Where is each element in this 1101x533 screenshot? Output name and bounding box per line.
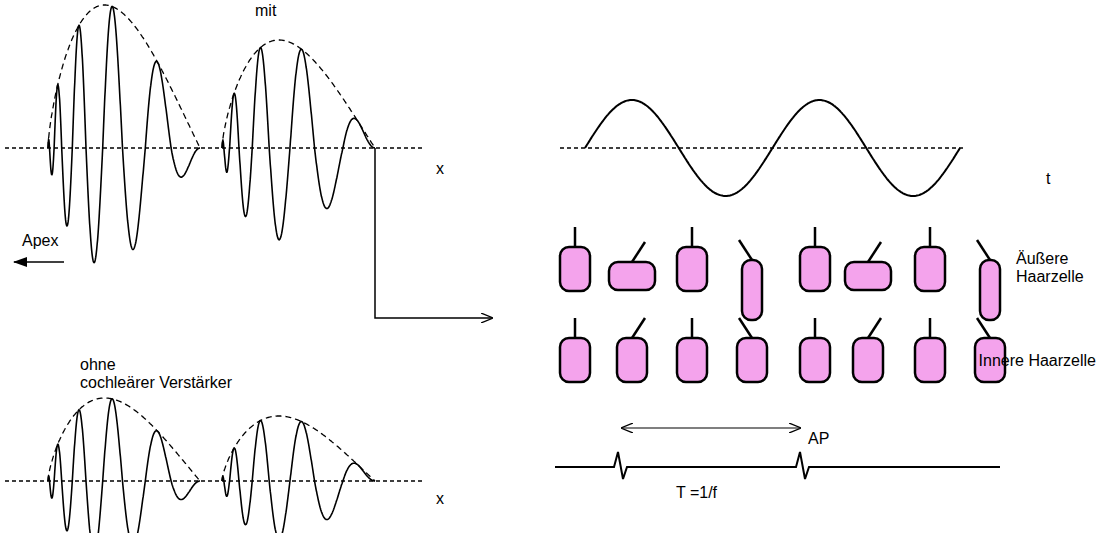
axis-label: t bbox=[1046, 170, 1050, 188]
stereocilia bbox=[868, 242, 881, 262]
amplifier-state: ohne bbox=[80, 356, 116, 374]
stereocilia bbox=[691, 318, 694, 338]
stereocilia bbox=[929, 227, 932, 247]
hair-cell-body bbox=[560, 338, 590, 382]
axis-label: x bbox=[436, 490, 444, 508]
hair-cell-body bbox=[853, 338, 883, 382]
hair-cell-body bbox=[677, 247, 707, 291]
wave-curve bbox=[222, 48, 375, 240]
stereocilia bbox=[632, 318, 645, 338]
direction-label: Apex bbox=[22, 232, 58, 250]
wave-curve bbox=[48, 7, 200, 263]
stereocilia bbox=[977, 318, 990, 338]
wave-envelope bbox=[48, 398, 200, 481]
stereocilia bbox=[814, 318, 817, 338]
period-label: T =1/f bbox=[676, 484, 717, 502]
stereocilia bbox=[574, 227, 577, 247]
hair-cell-body bbox=[980, 260, 1000, 320]
stereocilia bbox=[691, 227, 694, 247]
stereocilia bbox=[868, 318, 881, 338]
hair-cells bbox=[560, 227, 1005, 382]
apex-arrow bbox=[14, 261, 64, 263]
signal-label: AP bbox=[808, 430, 829, 448]
hair-cell-body bbox=[742, 260, 762, 320]
stimulus-sine bbox=[585, 100, 960, 196]
wave-curve bbox=[48, 399, 200, 533]
stereocilia bbox=[814, 227, 817, 247]
amplifier-state: mit bbox=[255, 2, 276, 20]
bracket-arrow bbox=[375, 148, 492, 318]
hair-cell-body bbox=[915, 338, 945, 382]
amplifier-state: cochleärer Verstärker bbox=[80, 374, 232, 392]
action-potential-trace bbox=[555, 452, 1000, 479]
stereocilia bbox=[739, 318, 752, 338]
stereocilia bbox=[977, 240, 990, 260]
x-axis bbox=[5, 480, 425, 481]
stereocilia bbox=[739, 240, 752, 260]
stereocilia bbox=[574, 318, 577, 338]
period-arrow bbox=[622, 427, 800, 428]
hair-cell-body bbox=[677, 338, 707, 382]
stereocilia bbox=[632, 242, 645, 262]
hair-cell-body bbox=[800, 247, 830, 291]
hair-cell-body bbox=[915, 247, 945, 291]
wave-curve bbox=[222, 421, 375, 533]
travelling-waves bbox=[48, 5, 375, 533]
hair-cell-body bbox=[800, 338, 830, 382]
hair-cell-body bbox=[609, 262, 655, 290]
x-axis bbox=[5, 147, 425, 148]
stereocilia bbox=[929, 318, 932, 338]
axis-label: x bbox=[436, 160, 444, 178]
cell-label: Innere Haarzelle bbox=[979, 352, 1096, 370]
hair-cell-body bbox=[617, 338, 647, 382]
hair-cell-body bbox=[737, 338, 767, 382]
hair-cell-body bbox=[845, 262, 891, 290]
hair-cell-body bbox=[560, 247, 590, 291]
cell-label: Äußere Haarzelle bbox=[1016, 250, 1096, 287]
wave-envelope bbox=[48, 5, 200, 148]
t-axis bbox=[560, 147, 965, 148]
